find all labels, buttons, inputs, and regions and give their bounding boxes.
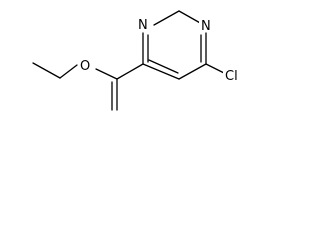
- atom-label-nitrogen-top: N: [138, 18, 148, 33]
- bond-c2-n1: [178, 10, 203, 25]
- bond-c5-c4: [142, 63, 180, 80]
- bond-c6-c5: [178, 63, 207, 80]
- atom-background-o: [78, 57, 93, 72]
- bond-vinyl-o: [95, 68, 118, 80]
- atom-background-cl: [223, 67, 247, 82]
- atom-background-n-right: [199, 17, 213, 32]
- chemical-structure-diagram: N N Cl O: [32, 10, 247, 111]
- atom-label-chlorine: Cl: [225, 69, 238, 84]
- bond-n3-c2: [153, 10, 180, 26]
- bond-ethyl: [32, 62, 61, 79]
- bond-c4-vinyl-c: [116, 63, 144, 80]
- atom-background-n-top: [136, 16, 150, 31]
- bond-o-ethyl: [59, 64, 78, 79]
- atom-label-nitrogen-right: N: [201, 19, 211, 34]
- atom-label-oxygen: O: [80, 59, 90, 74]
- bond-c5-c4-inner: [148, 59, 179, 74]
